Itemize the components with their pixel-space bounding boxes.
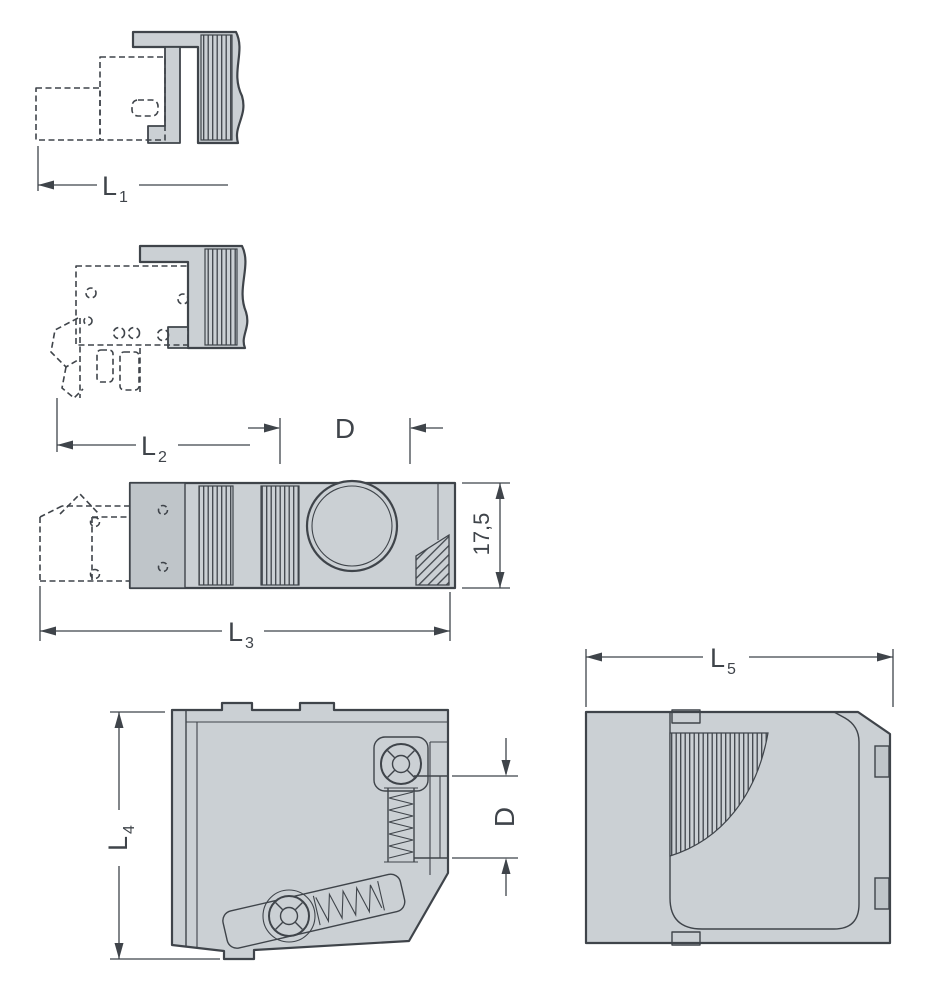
arrowhead-down <box>495 572 505 588</box>
screw-bottom <box>268 895 310 937</box>
arrowhead-up <box>495 483 505 499</box>
view-housing-lever-side <box>50 244 249 399</box>
hidden-hole <box>127 326 141 340</box>
dimension-height-17-5: 17,5 <box>462 482 510 589</box>
screw-bottom-boss <box>262 889 316 943</box>
lever-spring <box>315 884 383 924</box>
hidden-terminal-box <box>99 56 166 141</box>
hidden-slot <box>96 349 114 383</box>
hidden-hole <box>83 316 93 326</box>
hidden-hole <box>177 293 189 305</box>
arrowhead-down <box>114 943 124 959</box>
dimension-l4: L4 <box>103 711 220 960</box>
strain-relief-lever <box>222 873 406 949</box>
screw-top <box>380 743 422 785</box>
screw-bottom-cross <box>275 902 303 930</box>
arrowhead-right <box>877 652 893 662</box>
hidden-connector-slant <box>39 505 63 518</box>
bottom-latch-tab <box>671 931 701 946</box>
hidden-hole <box>156 328 170 342</box>
section-hatch <box>200 34 233 141</box>
hidden-clamp-tip <box>59 493 99 515</box>
arrowhead-left <box>410 423 426 433</box>
cover-body <box>584 710 892 945</box>
cable-gland-inner-circle <box>311 485 393 567</box>
hidden-latch <box>131 99 159 117</box>
screw-boss <box>373 736 429 792</box>
view-housing-end-side <box>35 30 245 145</box>
cable-gland-circle <box>305 479 399 573</box>
cover-hatch-area <box>669 732 769 857</box>
arrowhead-left <box>586 652 602 662</box>
dimension-d-right: D <box>452 738 520 896</box>
arrowhead-up <box>114 712 124 728</box>
clamp-wedge-hatch <box>415 533 450 586</box>
side-latch-window <box>874 877 890 910</box>
view-housing-long-side <box>39 479 457 590</box>
screw-top-cross <box>387 750 415 778</box>
arrowhead-up <box>501 858 511 874</box>
housing-end-wall <box>147 46 181 144</box>
hidden-hole <box>157 504 169 516</box>
arrowhead-right <box>434 626 450 636</box>
hidden-lever-upper <box>50 317 79 368</box>
cover-cavity-outline <box>669 711 860 930</box>
housing-front-body <box>170 701 450 961</box>
screw-bottom-core <box>279 906 299 926</box>
hidden-hole <box>157 561 169 573</box>
arrowhead-left <box>57 440 73 450</box>
view-cover-front <box>584 709 892 946</box>
hidden-terminal-outline <box>75 265 189 346</box>
end-panel <box>129 482 186 589</box>
arrowhead-right <box>264 423 280 433</box>
top-latch-tab <box>671 709 701 724</box>
dim-l4-label: L4 <box>103 825 138 851</box>
dim-height-label: 17,5 <box>469 513 494 556</box>
section-hatch <box>198 485 234 586</box>
dimension-d-top: D <box>248 413 443 464</box>
hidden-lever-lower <box>61 366 84 399</box>
vertical-spring <box>388 791 414 859</box>
section-hatch <box>204 248 238 346</box>
view-housing-front <box>170 701 450 961</box>
hidden-hole <box>89 568 101 580</box>
arrowhead-left <box>40 626 56 636</box>
dim-d-top-label: D <box>335 413 355 444</box>
hidden-conductor-box <box>35 87 101 141</box>
hidden-hole <box>112 326 126 340</box>
side-latch-window <box>874 745 890 778</box>
screw-top-core <box>391 754 411 774</box>
hidden-hole <box>85 287 97 299</box>
hidden-slot <box>119 351 140 391</box>
dim-d-right-label: D <box>489 807 520 827</box>
arrowhead-left <box>38 180 54 190</box>
arrowhead-down <box>501 760 511 776</box>
section-hatch <box>260 485 300 586</box>
